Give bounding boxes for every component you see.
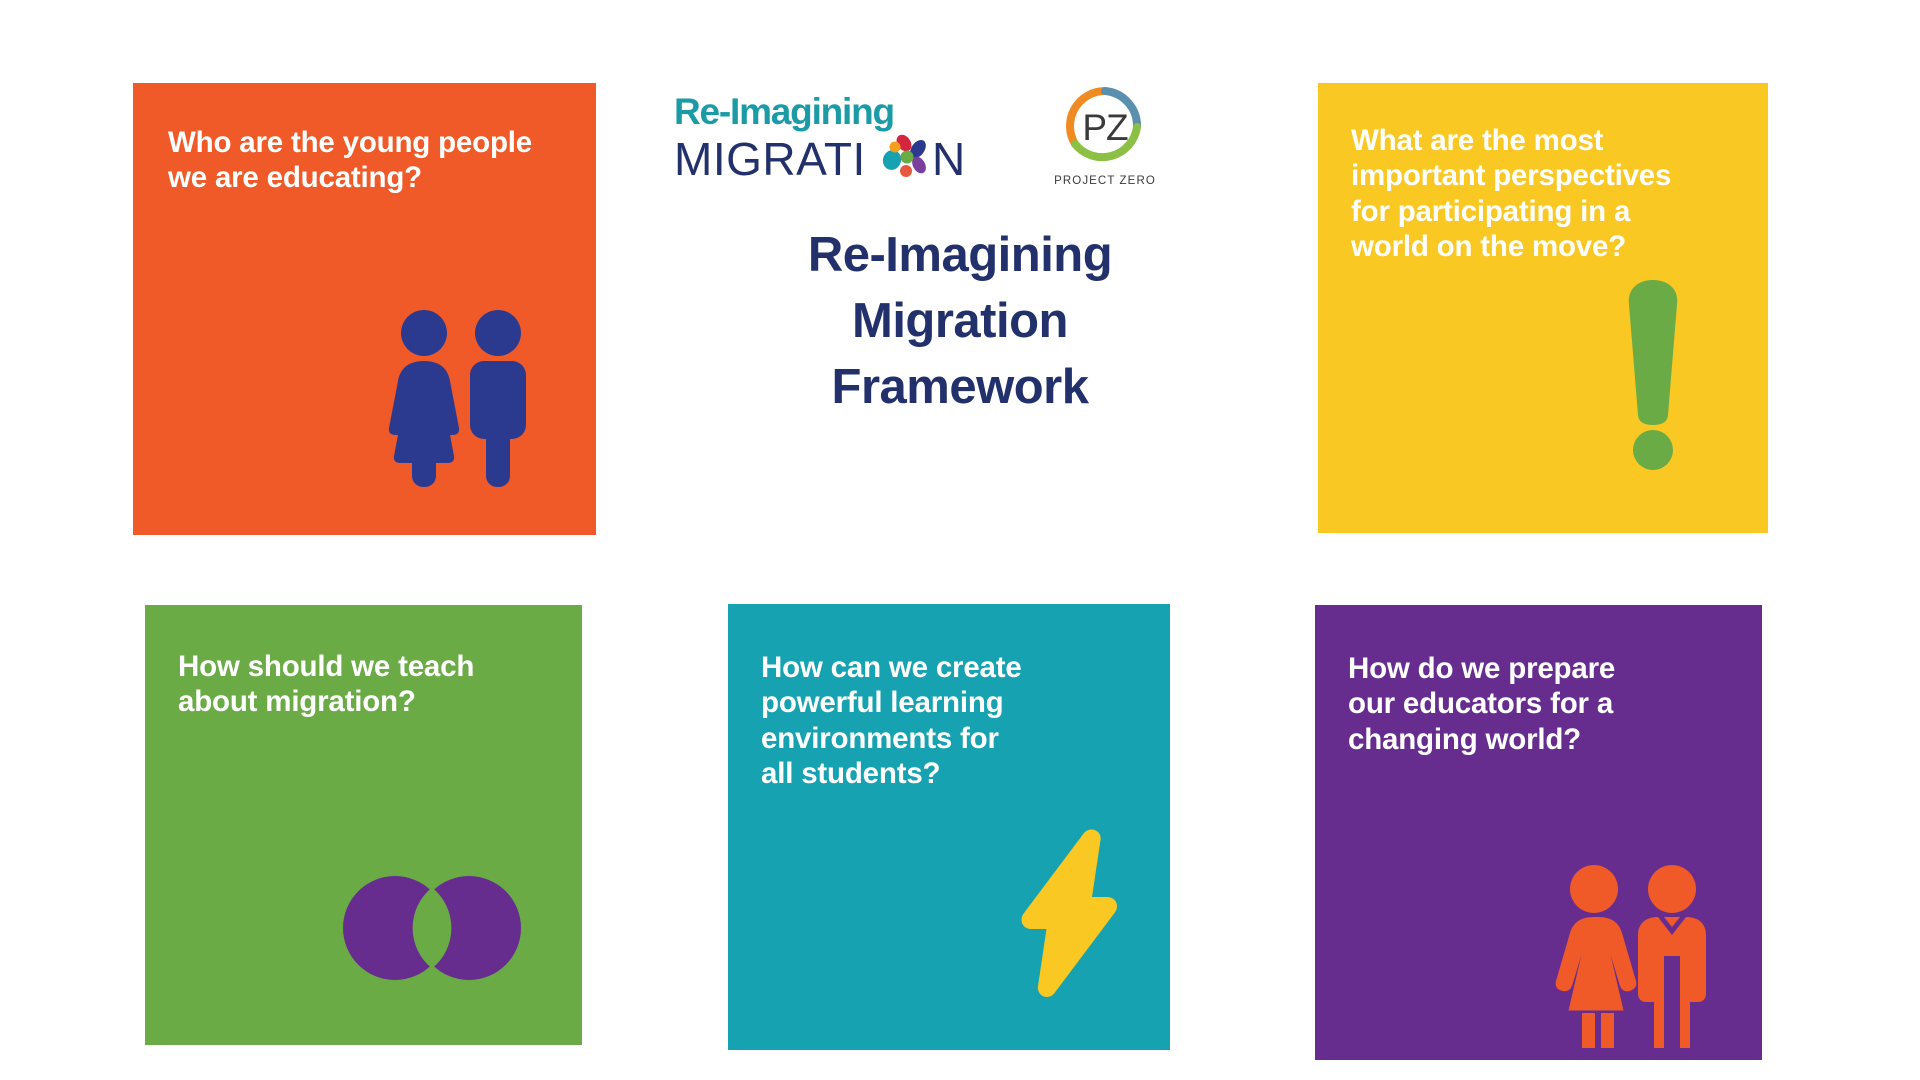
two-people-icon bbox=[1554, 863, 1714, 1048]
logo-line-migration: MIGRATI bbox=[674, 133, 866, 185]
logo-line-migration-n: N bbox=[932, 133, 966, 185]
two-people-icon bbox=[388, 309, 536, 487]
card-question-text: How should we teach about migration? bbox=[178, 650, 475, 719]
card-question-text: What are the most important perspectives… bbox=[1351, 124, 1672, 264]
lightning-bolt-icon bbox=[1016, 828, 1118, 998]
logo-row: Re-Imagining MIGRATI N bbox=[640, 80, 1280, 190]
card-question-text: Who are the young people we are educatin… bbox=[168, 126, 532, 195]
card-powerful-learning-environments[interactable]: How can we create powerful learning envi… bbox=[728, 604, 1170, 1050]
logo-petal-cluster bbox=[882, 134, 926, 177]
card-who-are-young-people[interactable]: Who are the young people we are educatin… bbox=[133, 83, 596, 535]
exclamation-mark-icon bbox=[1616, 280, 1690, 470]
card-prepare-educators[interactable]: How do we prepare our educators for a ch… bbox=[1315, 605, 1762, 1060]
pz-caption: PROJECT ZERO bbox=[1054, 175, 1156, 187]
re-imagining-migration-logo: Re-Imagining MIGRATI N bbox=[670, 88, 970, 186]
overlapping-circles-icon bbox=[342, 875, 522, 981]
logo-line-reimagining: Re-Imagining bbox=[674, 91, 894, 132]
page-title: Re-Imagining Migration Framework bbox=[807, 228, 1113, 415]
card-important-perspectives[interactable]: What are the most important perspectives… bbox=[1318, 83, 1768, 533]
card-question-text: How do we prepare our educators for a ch… bbox=[1348, 652, 1616, 756]
center-column: Re-Imagining MIGRATI N bbox=[640, 80, 1280, 500]
project-zero-logo: PZ PROJECT ZERO bbox=[1053, 82, 1158, 194]
pz-monogram: PZ bbox=[1082, 107, 1128, 148]
card-how-should-we-teach[interactable]: How should we teach about migration? bbox=[145, 605, 582, 1045]
card-question-text: How can we create powerful learning envi… bbox=[761, 651, 1022, 791]
